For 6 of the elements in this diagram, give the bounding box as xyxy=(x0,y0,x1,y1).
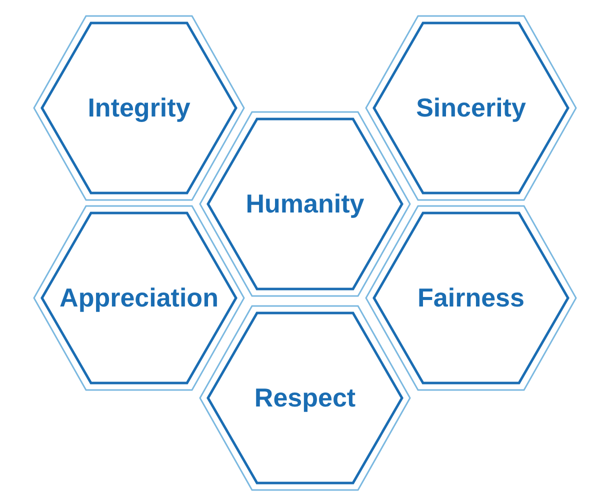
hexagon-label: Sincerity xyxy=(416,92,526,124)
hexagon-label: Humanity xyxy=(246,188,364,220)
hexagon-label: Fairness xyxy=(418,282,524,314)
hexagon-label: Integrity xyxy=(88,92,190,124)
hexagon-label: Appreciation xyxy=(60,282,218,314)
hexagon-label: Respect xyxy=(254,382,356,414)
